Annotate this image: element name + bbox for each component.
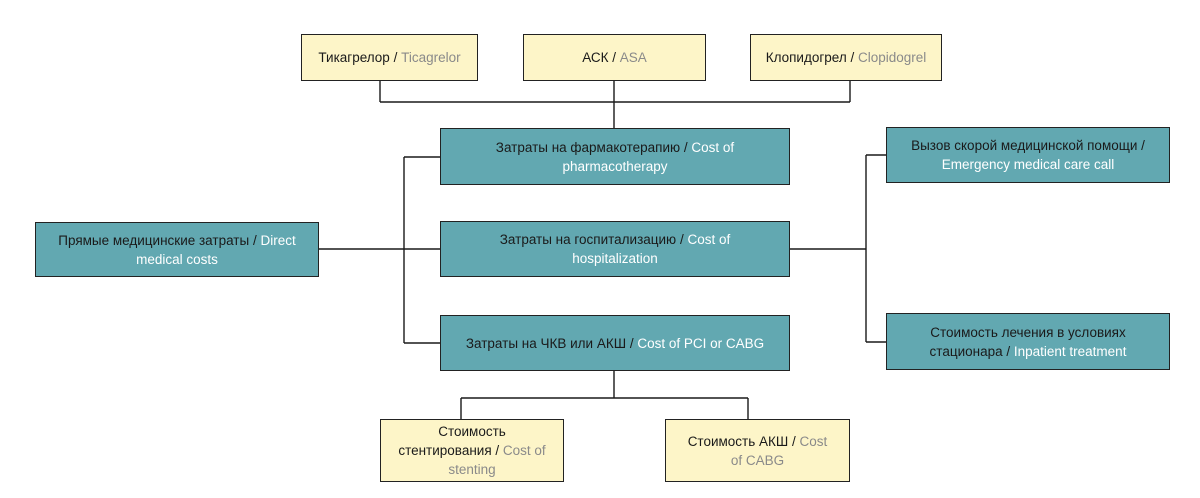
stenting-en-label: Cost of stenting	[448, 443, 546, 477]
asa-en-label: ASA	[619, 50, 647, 65]
emergency-call-en-label: Emergency medical care call	[941, 157, 1115, 172]
pharmacotherapy-box: Затраты на фармакотерапию / Cost of phar…	[440, 128, 790, 185]
hospitalization-box: Затраты на госпитализацию / Cost of hosp…	[440, 221, 790, 277]
label-separator: /	[626, 335, 638, 351]
label-separator: /	[788, 433, 800, 449]
hospitalization-ru-label: Затраты на госпитализацию	[499, 232, 677, 247]
cabg-cost-box: Стоимость АКШ / Cost of CABG	[665, 419, 850, 482]
inpatient-box: Стоимость лечения в условиях стационара …	[886, 313, 1170, 370]
pharmacotherapy-ru-label: Затраты на фармакотерапию	[495, 139, 681, 155]
pci-cabg-box: Затраты на ЧКВ или АКШ / Cost of PCI or …	[440, 315, 790, 371]
hospitalization-en-label: Cost of hospitalization	[572, 232, 731, 266]
cabg-cost-ru-label: Стоимость АКШ	[687, 433, 789, 449]
label-separator: /	[491, 443, 503, 458]
emergency-call-box: Вызов скорой медицинской помощи / Emerge…	[886, 127, 1170, 183]
pci-cabg-en-label: Cost of PCI or CABG	[637, 335, 765, 351]
asa-ru-label: АСК	[582, 50, 609, 65]
label-separator: /	[249, 232, 261, 248]
direct-costs-en-label: Direct medical costs	[136, 232, 296, 267]
emergency-call-ru-label: Вызов скорой медицинской помощи	[911, 138, 1138, 153]
label-separator: /	[1002, 343, 1014, 359]
stenting-ru-label: Стоимость стентирования	[398, 424, 506, 458]
pharmacotherapy-en-label: Cost of pharmacotherapy	[562, 139, 735, 174]
cabg-cost-en-label: Cost of CABG	[730, 433, 828, 468]
label-separator: /	[676, 232, 688, 247]
inpatient-en-label: Inpatient treatment	[1013, 343, 1127, 359]
direct-costs-box: Прямые медицинские затраты / Direct medi…	[35, 222, 319, 277]
clopidogrel-ru-label: Клопидогрел	[765, 50, 847, 65]
clopidogrel-box: Клопидогрел / Clopidogrel	[750, 34, 942, 81]
label-separator: /	[1137, 138, 1145, 153]
label-separator: /	[680, 139, 692, 155]
label-separator: /	[608, 50, 620, 65]
label-separator: /	[389, 50, 402, 65]
clopidogrel-en-label: Clopidogrel	[857, 50, 927, 65]
asa-box: АСК / ASA	[523, 34, 706, 81]
ticagrelor-box: Тикагрелор / Ticagrelor	[301, 34, 478, 81]
pci-cabg-ru-label: Затраты на ЧКВ или АКШ	[465, 335, 627, 351]
ticagrelor-en-label: Ticagrelor	[401, 50, 461, 65]
stenting-box: Стоимость стентирования / Cost of stenti…	[380, 419, 564, 482]
label-separator: /	[846, 50, 858, 65]
direct-costs-ru-label: Прямые медицинские затраты	[58, 232, 250, 248]
ticagrelor-ru-label: Тикагрелор	[318, 50, 390, 65]
inpatient-ru-label: Стоимость лечения в условиях стационара	[929, 324, 1126, 359]
